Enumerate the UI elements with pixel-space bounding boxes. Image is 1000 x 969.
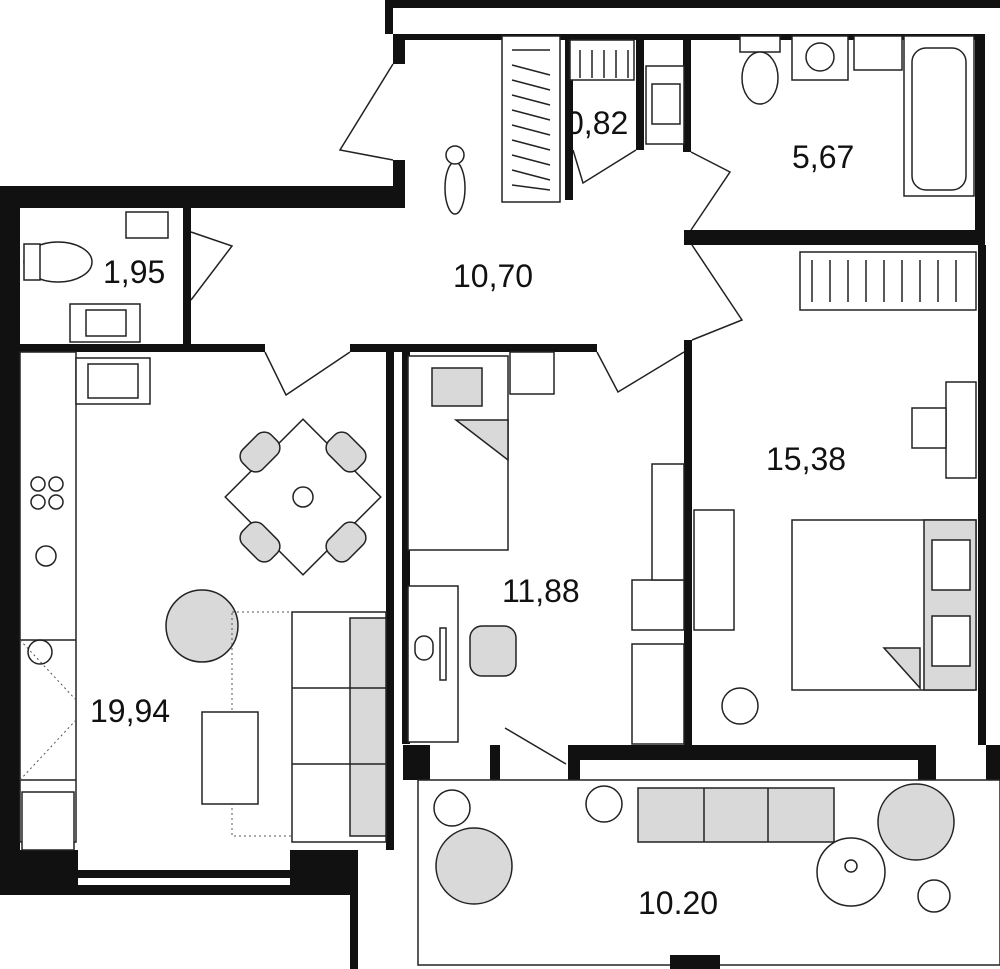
armchair <box>165 589 239 663</box>
kitchen-sink-icon <box>87 363 139 399</box>
bedroom-furniture <box>693 251 977 691</box>
doors <box>190 63 744 765</box>
coffee-table <box>201 711 259 805</box>
plant-icon <box>585 785 623 823</box>
washing-machine-icon <box>805 42 835 72</box>
plant-icon <box>917 879 951 913</box>
hob-icon <box>30 476 46 492</box>
plant-icon <box>27 639 53 665</box>
desk <box>407 585 459 743</box>
area-label-wc: 1,95 <box>103 254 165 290</box>
plant-icon <box>433 789 471 827</box>
bath-door-swing <box>690 151 732 231</box>
area-label-kitchen-living: 19,94 <box>90 693 170 729</box>
toilet-icon <box>741 51 779 105</box>
kitchen-furniture <box>19 351 387 851</box>
desk-chair <box>469 625 517 677</box>
area-label-storage: 0,82 <box>566 105 628 141</box>
balcony-armchair <box>877 783 955 861</box>
wc-door-swing <box>190 231 234 301</box>
storage-door-swing <box>572 149 637 185</box>
area-label-bedroom: 15,38 <box>766 441 846 477</box>
area-labels: 0,82 5,67 1,95 10,70 15,38 11,88 19,94 1… <box>90 105 854 921</box>
cat-icon <box>444 161 466 215</box>
wc-fixtures <box>23 211 169 343</box>
entry-door-swing <box>338 63 394 161</box>
sink-icon <box>125 211 169 239</box>
kids-room-furniture <box>407 351 685 745</box>
plant-icon <box>292 486 314 508</box>
plants <box>27 486 951 913</box>
balcony-furniture <box>435 783 955 907</box>
kids-door-swing <box>596 351 685 394</box>
interior-walls <box>20 40 978 850</box>
area-label-balcony: 10.20 <box>638 885 718 921</box>
plant-icon <box>721 687 759 725</box>
area-label-kids-room: 11,88 <box>502 573 580 609</box>
area-label-hallway: 10,70 <box>453 258 533 294</box>
bedroom-door-swing <box>691 244 744 341</box>
dining-table <box>224 418 382 576</box>
balcony-armchair <box>435 827 513 905</box>
balcony-door-swing <box>504 727 567 765</box>
hall-furniture <box>444 35 685 215</box>
balcony-sofa <box>637 787 835 843</box>
area-label-bathroom: 5,67 <box>792 139 854 175</box>
bathroom-fixtures <box>739 35 975 197</box>
kitchen-door-swing <box>264 351 351 397</box>
